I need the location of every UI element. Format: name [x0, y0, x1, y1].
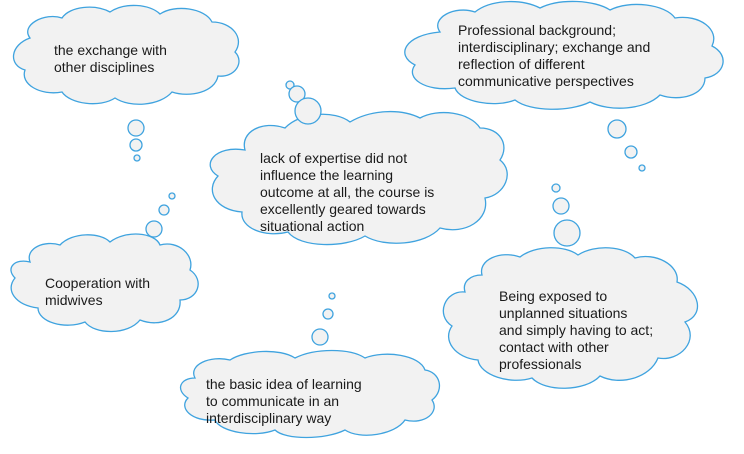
cloud-text-unplanned-situations: Being exposed to unplanned situations an… — [499, 288, 654, 372]
thought-bubble — [553, 219, 581, 247]
thought-bubble — [129, 138, 143, 152]
cloud-text-lack-of-expertise: lack of expertise did not influence the … — [260, 150, 435, 234]
thought-bubble — [624, 145, 638, 159]
thought-bubble — [288, 85, 306, 103]
cloud-text-basic-idea: the basic idea of learning to communicat… — [206, 376, 362, 426]
thought-bubble — [168, 192, 176, 200]
thought-bubble — [145, 220, 163, 238]
thought-bubble — [133, 154, 141, 162]
thought-cloud — [404, 0, 724, 110]
cloud-text-cooperation-midwives: Cooperation with midwives — [45, 275, 151, 308]
thought-bubble — [322, 308, 334, 320]
thought-bubble — [158, 204, 170, 216]
thought-cloud — [12, 4, 240, 105]
cloud-text-exchange-disciplines: the exchange with other disciplines — [54, 42, 167, 75]
thought-bubble — [551, 183, 561, 193]
thought-bubble — [607, 119, 627, 139]
thought-bubble — [294, 97, 322, 125]
thought-cloud — [179, 349, 441, 439]
thought-cloud — [209, 110, 508, 246]
thought-bubble — [311, 328, 329, 346]
thought-bubble — [552, 197, 570, 215]
thought-bubble — [127, 119, 145, 137]
thought-cloud — [442, 247, 699, 389]
thought-bubble — [328, 292, 336, 300]
thought-bubble — [638, 164, 646, 172]
cloud-text-professional-background: Professional background; interdisciplina… — [458, 22, 651, 89]
thought-cloud — [10, 233, 199, 333]
